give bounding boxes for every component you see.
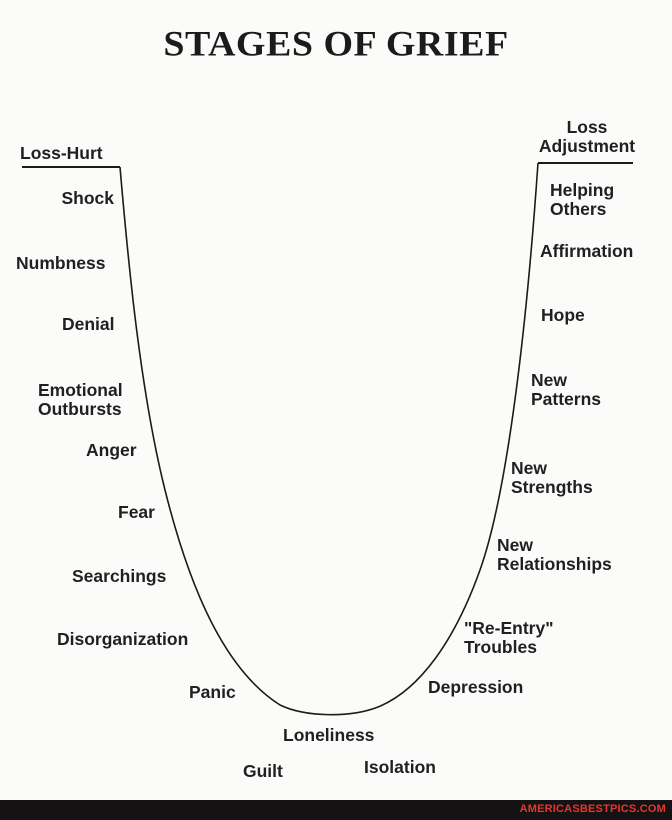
label-depression: Depression: [428, 677, 524, 697]
grief-curve: [22, 162, 633, 716]
label-loss-adjustment: Loss Adjustment: [530, 118, 644, 156]
label-line: New: [531, 370, 567, 390]
label-panic: Panic: [189, 682, 236, 702]
grief-diagram: STAGES OF GRIEF Loss-Hurt Loss Adjustmen…: [16, 24, 644, 781]
label-line: Helping: [550, 180, 615, 200]
label-disorganization: Disorganization: [57, 629, 189, 649]
label-hope: Hope: [541, 305, 585, 325]
label-line: New: [497, 535, 533, 555]
label-line: Strengths: [511, 477, 593, 497]
diagram-title: STAGES OF GRIEF: [163, 24, 509, 64]
label-new-patterns: New Patterns: [531, 371, 601, 409]
label-affirmation: Affirmation: [540, 241, 634, 261]
footer-bar: AMERICASBESTPICS.COM: [0, 800, 672, 820]
label-line: Troubles: [464, 637, 537, 657]
watermark: AMERICASBESTPICS.COM: [519, 803, 666, 815]
label-loneliness: Loneliness: [283, 725, 375, 745]
label-line: Patterns: [531, 389, 602, 409]
label-line: Outbursts: [38, 399, 122, 419]
label-line: Loss: [566, 117, 608, 137]
label-line: Others: [550, 199, 607, 219]
label-line: Relationships: [497, 554, 612, 574]
label-denial: Denial: [62, 314, 115, 334]
label-line: Emotional: [38, 380, 123, 400]
grief-u-curve: [119, 162, 539, 716]
label-new-strengths: New Strengths: [511, 459, 593, 497]
label-loss-hurt: Loss-Hurt: [20, 143, 103, 163]
label-fear: Fear: [118, 502, 155, 522]
label-searchings: Searchings: [72, 566, 167, 586]
label-new-relationships: New Relationships: [497, 536, 612, 574]
label-line: "Re-Entry": [464, 618, 554, 638]
label-line: Adjustment: [538, 136, 636, 156]
label-reentry-troubles: "Re-Entry" Troubles: [464, 619, 554, 657]
label-guilt: Guilt: [243, 761, 283, 781]
label-anger: Anger: [86, 440, 137, 460]
label-helping-others: Helping Others: [550, 181, 614, 219]
label-line: New: [511, 458, 547, 478]
label-emotional-outbursts: Emotional Outbursts: [38, 381, 123, 419]
label-isolation: Isolation: [364, 757, 436, 777]
label-shock: Shock: [61, 188, 114, 208]
label-numbness: Numbness: [16, 253, 106, 273]
